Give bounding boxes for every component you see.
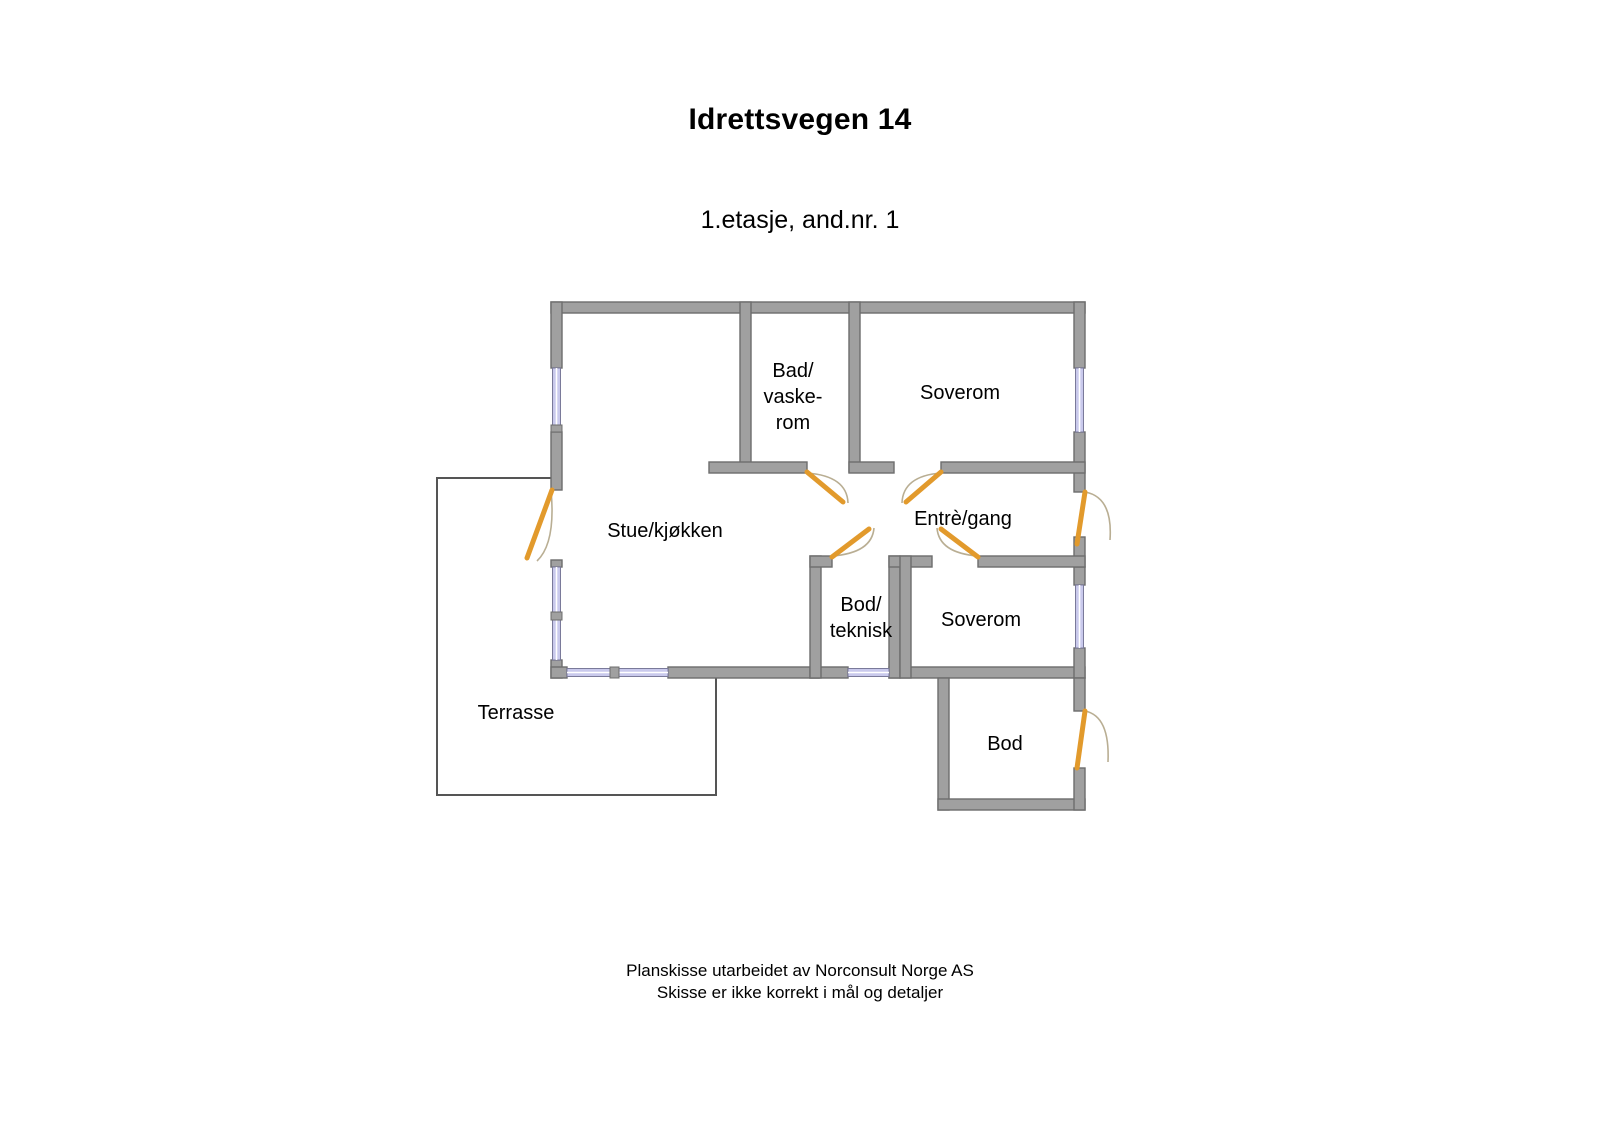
room-label-entre-gang: Entrè/gang <box>914 508 1012 530</box>
wall-west-upper <box>550 301 563 369</box>
wall-north-outer <box>550 301 1086 314</box>
wall-soverom-nedre-north <box>977 555 1086 568</box>
door-soverom-nedre <box>936 526 981 560</box>
wall-bod-south <box>937 798 1086 811</box>
room-label-stue-kjokken-text: Stue/kjøkken <box>607 520 723 542</box>
wall-bod-west <box>937 677 950 811</box>
wall-west-lower <box>550 559 563 568</box>
footer-line-1: Planskisse utarbeidet av Norconsult Norg… <box>626 961 974 980</box>
room-label-soverom-nedre: Soverom <box>941 609 1021 631</box>
room-label-bad-line2: vaske- <box>764 386 823 408</box>
page-title: Idrettsvegen 14 <box>688 103 912 136</box>
door-group <box>524 469 1112 771</box>
footer: Planskisse utarbeidet av Norconsult Norg… <box>0 960 1600 1004</box>
room-label-bad-line3: rom <box>776 412 810 434</box>
window-soverom-ovre-east <box>1075 367 1084 433</box>
window-stue-west-lower <box>550 566 563 661</box>
room-label-group: Stue/kjøkken Bad/ vaske- rom Soverom Ent… <box>478 360 1023 755</box>
wall-east-soverom-upper <box>1073 566 1086 586</box>
wall-stue-bad-vertical <box>739 301 752 473</box>
room-label-bad-vaskerom: Bad/ vaske- rom <box>764 360 823 434</box>
wall-south-bodteknisk-right <box>888 666 1086 679</box>
window-soverom-nedre-east <box>1075 584 1084 649</box>
door-terrasse-west <box>524 487 555 562</box>
door-entrance-east <box>1074 489 1112 547</box>
footer-line-2: Skisse er ikke korrekt i mål og detaljer <box>656 983 944 1002</box>
wall-bad-soverom-vertical <box>848 301 861 473</box>
wall-soverom-nedre-west <box>899 555 912 679</box>
room-label-soverom-nedre-text: Soverom <box>941 609 1021 631</box>
door-bod-east <box>1074 708 1109 771</box>
wall-south-stue-left <box>550 666 568 679</box>
room-label-soverom-ovre-text: Soverom <box>920 382 1000 404</box>
wall-bad-south <box>708 461 808 474</box>
page-subtitle: 1.etasje, and.nr. 1 <box>700 206 900 234</box>
room-label-stue-kjokken: Stue/kjøkken <box>607 520 723 542</box>
wall-bodteknisk-west <box>809 555 822 679</box>
window-bod-teknisk-south <box>847 668 890 677</box>
terrasse-outline <box>436 477 717 796</box>
wall-bod-east-upper <box>1073 677 1086 712</box>
window-group <box>550 367 1084 679</box>
room-label-bod-teknisk-line2: teknisk <box>830 620 893 642</box>
room-label-terrasse: Terrasse <box>478 702 555 724</box>
wall-bad-soverom-south-stub <box>848 461 895 474</box>
door-bad-vaskerom <box>804 469 849 505</box>
room-label-entre-gang-text: Entrè/gang <box>914 508 1012 530</box>
wall-south-stue-right <box>667 666 820 679</box>
room-label-bod-teknisk-line1: Bod/ <box>840 594 882 616</box>
window-stue-south <box>566 666 669 679</box>
room-label-bad-line1: Bad/ <box>772 360 814 382</box>
door-soverom-ovre <box>901 469 944 505</box>
door-bod-teknisk <box>829 526 875 560</box>
wall-bodteknisk-north-stub <box>809 555 833 568</box>
room-label-soverom-ovre: Soverom <box>920 382 1000 404</box>
wall-soverom-ovre-south <box>940 461 1086 474</box>
wall-east-upper <box>1073 301 1086 369</box>
room-label-terrasse-text: Terrasse <box>478 702 555 724</box>
wall-west-mid <box>550 431 563 491</box>
wall-group <box>550 301 1086 811</box>
wall-bod-east-lower <box>1073 767 1086 811</box>
window-stue-west-upper <box>550 367 563 433</box>
room-label-bod: Bod <box>987 733 1023 755</box>
room-label-bod-text: Bod <box>987 733 1023 755</box>
room-label-bod-teknisk: Bod/ teknisk <box>830 594 893 642</box>
wall-bodteknisk-east <box>888 555 901 679</box>
wall-east-soverom-lower <box>1073 647 1086 679</box>
